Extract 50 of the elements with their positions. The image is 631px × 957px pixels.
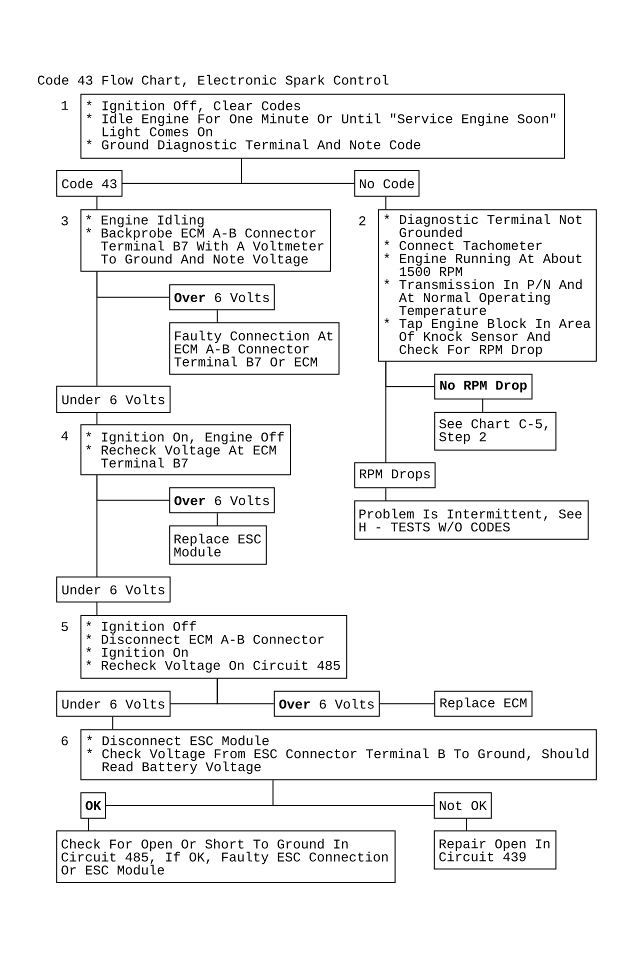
connector-line [241,158,355,184]
action-box: Replace ECM [434,690,532,717]
action-box: Replace ESC Module [169,525,267,565]
condition-box: OK [80,792,106,819]
action-box: Repair Open In Circuit 439 [434,830,556,870]
step-number: 2 [359,216,366,226]
action-box: Problem Is Intermittent, See H - TESTS W/O CODES [354,500,589,540]
connector-line [96,412,98,425]
condition-box: Under 6 Volts [56,690,171,717]
connector-line [216,512,218,526]
condition-box: Over 6 Volts [169,487,275,514]
connector-line [96,196,98,210]
condition-box: Over 6 Volts [169,284,275,310]
step-number: 5 [62,622,68,632]
title: Code 43 Flow Chart, Electronic Spark Control [38,74,388,88]
step-box: * Engine Idling * Backprobe ECM A-B Connector Terminal B7 With A Voltmeter To Ground And Note Voltage [80,209,331,272]
connector-line [385,361,386,463]
connector-line [379,703,435,704]
step-number: 1 [62,101,68,110]
condition-box: Under 6 Volts [56,576,171,602]
condition-box: Over 6 Volts [274,690,380,717]
step-box: * Disconnect ESC Module * Check Voltage From ESC Connector Terminal B To Ground, Should Read Battery Voltage [80,729,597,780]
condition-box: No Code [354,170,420,197]
connector-line [96,271,98,386]
step-number: 6 [62,736,68,746]
connector-line [88,818,89,831]
condition-box: Code 43 [56,170,122,197]
connector-line [216,678,274,704]
connector-line [482,399,484,412]
connector-line [385,488,386,501]
action-box: Check For Open Or Short To Ground In Circuit 485, If OK, Faulty ESC Connection Or ESC Module [56,830,396,883]
connector-line [216,310,218,323]
condition-box: No RPM Drop [434,374,532,400]
step-box: * Diagnostic Terminal Not Grounded * Connect Tachometer * Engine Running At About 1500 RPM * Transmission In P/N And At Normal Operating Temperature * Tap Engine Block In Area Of Knock Sensor And Check For RPM Drop [378,209,597,362]
step-number: 3 [62,216,68,226]
connector-line [466,818,467,831]
action-box: Faulty Connection At ECM A-B Connector Terminal B7 Or ECM [169,322,340,375]
step-box: * Ignition Off * Disconnect ECM A-B Connector * Ignition On * Recheck Voltage On Circuit 485 [80,615,348,679]
action-box: See Chart C-5, Step 2 [434,412,556,451]
connector-line [272,780,434,806]
step-number: 4 [61,431,68,440]
condition-box: Under 6 Volts [56,386,171,413]
step-box: * Ignition On, Engine Off * Recheck Voltage At ECM Terminal B7 [80,424,291,476]
step-box: * Ignition Off, Clear Codes * Idle Engine For One Minute Or Until "Service Engine Soon" Light Comes On * Ground Diagnostic Terminal And Note Code [80,94,565,159]
condition-box: RPM Drops [354,462,436,488]
connector-line [96,474,98,577]
connector-line [385,196,386,210]
connector-line [112,716,114,730]
connector-line [96,602,98,616]
condition-box: Not OK [434,792,492,819]
